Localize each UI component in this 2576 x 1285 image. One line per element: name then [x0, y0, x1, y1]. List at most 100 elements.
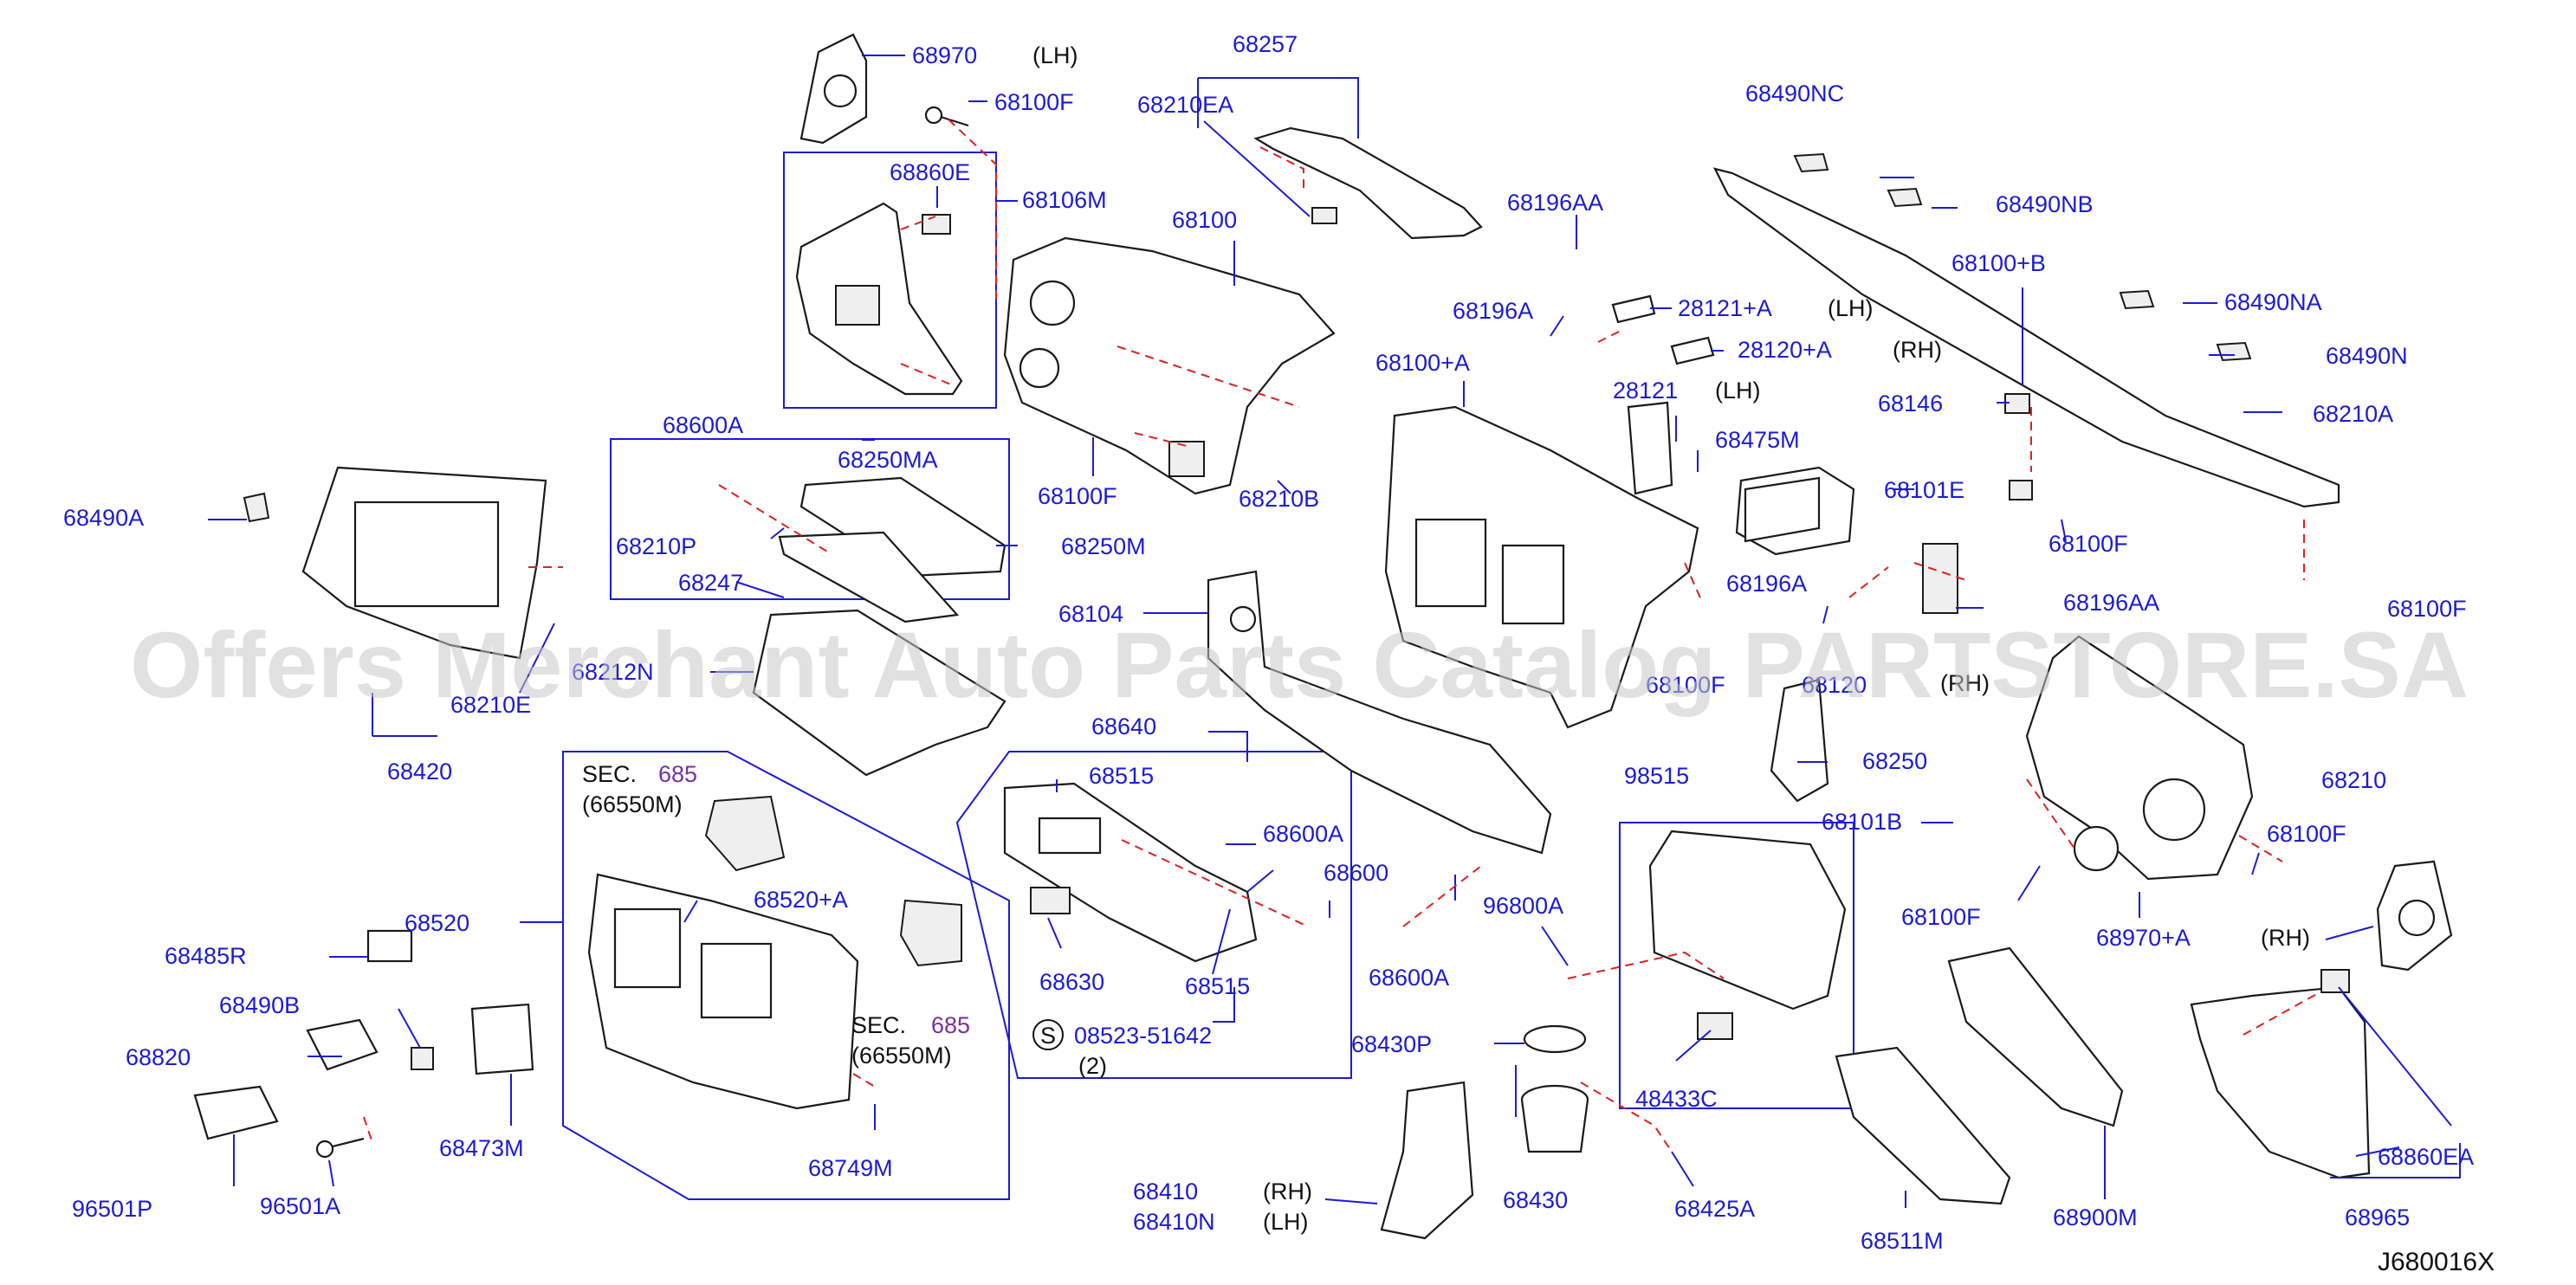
label-68490nc: 68490NC	[1745, 81, 1844, 107]
clips-68146-part	[1922, 393, 2033, 614]
label-68100f: 68100F	[994, 89, 1074, 115]
assembly-lines	[363, 119, 2322, 1153]
label-68196aa: 68196AA	[1507, 190, 1603, 216]
label-68146: 68146	[1878, 391, 1943, 416]
label-68212n: 68212N	[572, 659, 654, 685]
label-68520a: 68520+A	[754, 887, 848, 913]
label-sec-num: 685	[931, 1012, 970, 1038]
label-68100f: 68100F	[1646, 672, 1725, 698]
label-lh: (LH)	[1032, 42, 1078, 68]
crossbar-68100b-part	[1712, 167, 2340, 508]
label-68515: 68515	[1089, 763, 1154, 789]
label-68250m: 68250M	[1061, 533, 1146, 559]
label-68430p: 68430P	[1351, 1031, 1432, 1057]
label-68247: 68247	[678, 570, 743, 596]
label-68100a: 68100+A	[1375, 350, 1470, 376]
label-68425a: 68425A	[1674, 1196, 1755, 1222]
label-s-symbol: S	[1040, 1023, 1056, 1049]
label-68100f: 68100F	[2049, 531, 2128, 557]
pocket-68475m-part	[1735, 466, 1855, 556]
label-68970a: 68970+A	[2096, 925, 2191, 951]
label-68196a: 68196A	[1726, 571, 1807, 597]
label-68860e: 68860E	[890, 159, 970, 185]
label-qty: (2)	[1078, 1053, 1107, 1079]
frame-98515	[1619, 822, 1854, 1109]
label-28121: 28121	[1613, 378, 1678, 404]
label-68511m: 68511M	[1861, 1228, 1944, 1254]
tray-68212n-part	[752, 609, 1006, 777]
label-68410: 68410	[1133, 1178, 1198, 1204]
label-68970: 68970	[912, 42, 977, 68]
label-68420: 68420	[387, 759, 452, 785]
label-68100f: 68100F	[2267, 821, 2346, 847]
side-cover-rh-part	[2376, 860, 2453, 972]
label-68257: 68257	[1233, 31, 1298, 57]
label-68490n: 68490N	[2326, 343, 2408, 369]
label-lh: (LH)	[1828, 295, 1874, 321]
label-68210b: 68210B	[1239, 486, 1319, 512]
label-68600: 68600	[1324, 860, 1388, 886]
label-sec: SEC.	[582, 761, 637, 787]
label-68210p: 68210P	[616, 533, 696, 559]
panel-68250-part	[1770, 678, 1829, 803]
screw-68100f-top	[924, 106, 969, 127]
cup-holders-part	[1520, 1024, 1589, 1153]
label-68410n: 68410N	[1133, 1209, 1215, 1235]
label-68490na: 68490NA	[2224, 289, 2322, 315]
side-cover-lh-part	[799, 33, 868, 145]
label-98515: 98515	[1624, 763, 1689, 789]
diagram-code: J680016X	[2378, 1248, 2495, 1276]
glove-box-68600-part	[1003, 782, 1258, 963]
lower-lids-part	[1835, 946, 2124, 1205]
label-lh: (LH)	[1263, 1209, 1309, 1235]
label-68490a: 68490A	[63, 505, 144, 531]
lower-panel-68104-part	[1207, 570, 1552, 855]
label-68100f: 68100F	[2387, 596, 2467, 622]
label-rh: (RH)	[2261, 925, 2310, 951]
label-28120a: 28120+A	[1738, 337, 1832, 363]
label-68100f: 68100F	[1901, 904, 1981, 930]
shroud-68410-part	[1380, 1081, 1474, 1240]
label-68520: 68520	[405, 910, 469, 936]
label-68600a: 68600A	[1263, 821, 1343, 847]
label-68106m: 68106M	[1022, 187, 1107, 213]
label-sec-ref: (66550M)	[582, 791, 683, 817]
lower-cover-68965-part	[2190, 969, 2371, 1179]
lid-68250m-part	[778, 476, 1006, 623]
label-68640: 68640	[1091, 714, 1156, 739]
label-68250ma: 68250MA	[838, 447, 938, 473]
label-68210ea: 68210EA	[1137, 92, 1233, 118]
label-sec: SEC.	[851, 1012, 906, 1038]
frame-68600	[955, 751, 1352, 1079]
label-68100f: 68100F	[1038, 483, 1117, 509]
leader-lines	[208, 55, 2461, 1208]
watermark: Offers Merchant Auto Parts Catalog PARTS…	[130, 612, 2469, 717]
label-68101b: 68101B	[1822, 809, 1902, 835]
label-68965: 68965	[2345, 1204, 2410, 1230]
standard-part-symbol	[1032, 1019, 1064, 1050]
label-68430: 68430	[1503, 1187, 1568, 1213]
center-frame-68100a-part	[1384, 405, 1699, 729]
label-rh: (RH)	[1893, 337, 1942, 363]
label-sec-ref: (66550M)	[851, 1043, 952, 1069]
label-68515: 68515	[1185, 973, 1250, 999]
label-68820: 68820	[126, 1044, 191, 1070]
cap-68490a-part	[243, 492, 270, 523]
label-68120: 68120	[1802, 672, 1867, 698]
frame-68520	[562, 751, 1010, 1200]
label-08523-51642: 08523-51642	[1074, 1023, 1212, 1049]
label-68600a: 68600A	[1369, 965, 1449, 991]
airbag-98515-part	[1648, 830, 1847, 1040]
label-rh: (RH)	[1263, 1178, 1312, 1204]
label-48433c: 48433C	[1635, 1086, 1718, 1112]
label-68210a: 68210A	[2313, 401, 2393, 427]
frame-68250m	[610, 438, 1010, 600]
label-68100: 68100	[1172, 207, 1237, 233]
label-68490b: 68490B	[219, 992, 300, 1018]
label-68210e: 68210E	[450, 692, 531, 718]
label-96501p: 96501P	[72, 1196, 152, 1222]
label-68210: 68210	[2321, 767, 2386, 793]
label-rh: (RH)	[1940, 670, 1990, 696]
trim-68257-part	[1253, 126, 1483, 240]
